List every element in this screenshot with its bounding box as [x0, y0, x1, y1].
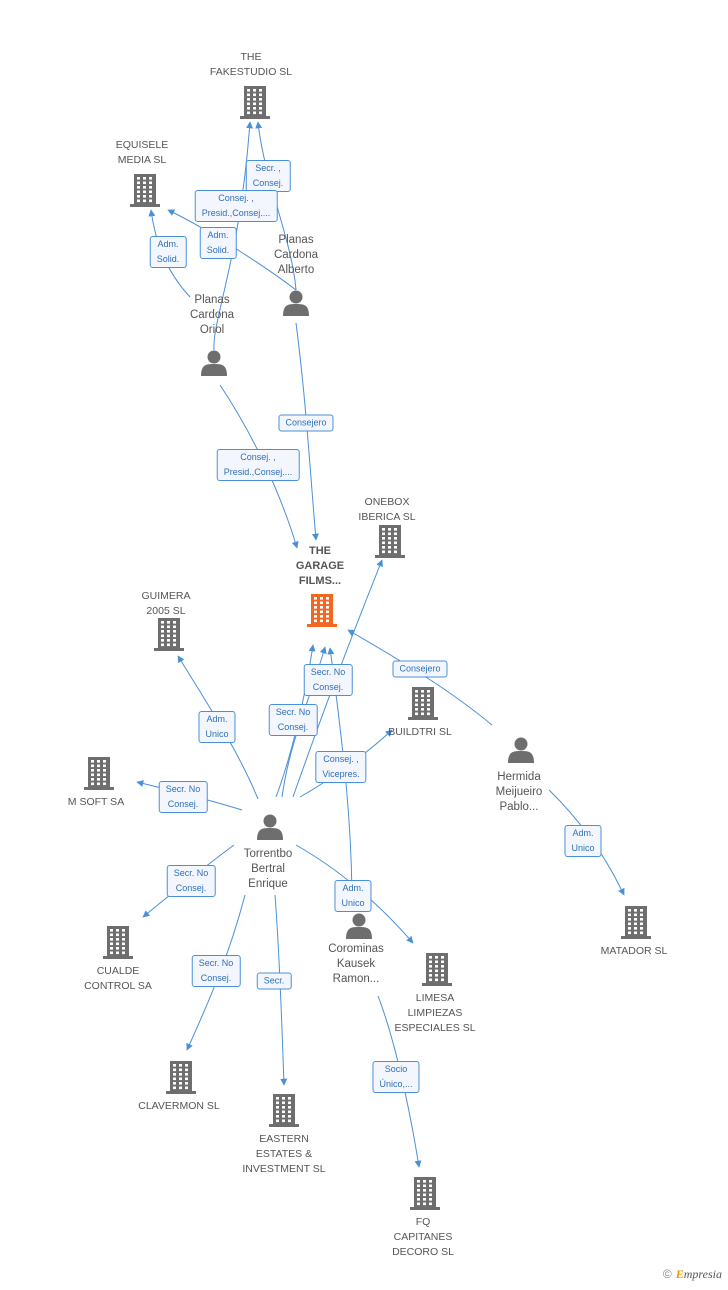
guimera-building-icon[interactable] — [154, 618, 184, 651]
node-label-fakestudio[interactable]: THE FAKESTUDIO SL — [209, 51, 293, 78]
cualde-building-icon[interactable] — [103, 926, 133, 959]
node-layer — [84, 86, 651, 1210]
msoft-building-icon[interactable] — [84, 757, 114, 790]
node-label-garage[interactable]: THE GARAGE FILMS... — [295, 545, 345, 587]
edge-oriol-to-fakestudio — [213, 121, 254, 351]
node-label-buildtri[interactable]: BUILDTRI SL — [388, 726, 452, 738]
brand-name: mpresia — [683, 1267, 722, 1281]
node-label-alberto[interactable]: Planas Cardona Alberto — [273, 234, 319, 276]
edge-torrentbo-to-eastern — [274, 894, 288, 1086]
edge-label-alberto-to-garage[interactable]: Consejero — [278, 414, 334, 432]
node-label-oriol[interactable]: Planas Cardona Oriol — [189, 294, 235, 336]
edge-label-torrentbo-to-clavermon[interactable]: Secr. No Consej. — [191, 955, 241, 987]
edge-label-torrentbo-to-eastern[interactable]: Secr. — [256, 972, 292, 990]
onebox-building-icon[interactable] — [375, 525, 405, 558]
equisele-building-icon[interactable] — [130, 174, 160, 207]
matador-building-icon[interactable] — [621, 906, 651, 939]
edge-label-alberto-to-equisele[interactable]: Adm. Solid. — [199, 227, 237, 259]
edge-label-corominas-to-garage[interactable]: Adm. Unico — [334, 880, 372, 912]
brand-initial: E — [675, 1267, 684, 1281]
edge-label-torrentbo-to-garage[interactable]: Secr. No Consej. — [268, 704, 318, 736]
watermark: ©Empresia — [663, 1267, 722, 1282]
node-label-onebox[interactable]: ONEBOX IBERICA SL — [358, 496, 416, 523]
edge-alberto-to-garage — [295, 322, 319, 541]
edge-label-torrentbo-to-buildtri[interactable]: Consej. , Vicepres. — [315, 751, 367, 783]
corominas-person-icon[interactable] — [346, 913, 372, 940]
torrentbo-person-icon[interactable] — [257, 814, 283, 841]
limesa-building-icon[interactable] — [422, 953, 452, 986]
node-label-equisele[interactable]: EQUISELE MEDIA SL — [115, 139, 169, 166]
edge-label-alberto-to-fakestudio[interactable]: Secr. , Consej. — [245, 160, 291, 192]
copyright-symbol: © — [662, 1267, 672, 1281]
buildtri-building-icon[interactable] — [408, 687, 438, 720]
edge-label-torrentbo-to-cualde[interactable]: Secr. No Consej. — [166, 865, 216, 897]
node-label-matador[interactable]: MATADOR SL — [600, 945, 668, 957]
fq-building-icon[interactable] — [410, 1177, 440, 1210]
node-label-limesa[interactable]: LIMESA LIMPIEZAS ESPECIALES SL — [394, 992, 476, 1034]
edge-alberto-to-equisele — [167, 209, 297, 291]
node-label-cualde[interactable]: CUALDE CONTROL SA — [84, 965, 152, 992]
oriol-person-icon[interactable] — [201, 350, 227, 377]
node-label-clavermon[interactable]: CLAVERMON SL — [138, 1100, 220, 1112]
edge-label-oriol-to-garage[interactable]: Consej. , Presid.,Consej.... — [216, 449, 300, 481]
edge-label-torrentbo-to-guimera[interactable]: Adm. Unico — [198, 711, 236, 743]
node-label-fq[interactable]: FQ CAPITANES DECORO SL — [392, 1216, 454, 1258]
node-label-torrentbo[interactable]: Torrentbo Bertral Enrique — [243, 848, 293, 890]
edge-layer — [136, 121, 625, 1168]
alberto-person-icon[interactable] — [283, 290, 309, 317]
node-label-msoft[interactable]: M SOFT SA — [67, 796, 125, 808]
node-label-hermida[interactable]: Hermida Meijueiro Pablo... — [495, 771, 543, 813]
edge-label-torrentbo-to-garage[interactable]: Secr. No Consej. — [303, 664, 353, 696]
node-label-corominas[interactable]: Corominas Kausek Ramon... — [328, 943, 384, 985]
node-label-eastern[interactable]: EASTERN ESTATES & INVESTMENT SL — [242, 1133, 326, 1175]
edge-label-hermida-to-matador[interactable]: Adm. Unico — [564, 825, 602, 857]
fakestudio-building-icon[interactable] — [240, 86, 270, 119]
hermida-person-icon[interactable] — [508, 737, 534, 764]
clavermon-building-icon[interactable] — [166, 1061, 196, 1094]
edge-label-corominas-to-fq[interactable]: Socio Único,... — [372, 1061, 420, 1093]
eastern-building-icon[interactable] — [269, 1094, 299, 1127]
edge-label-oriol-to-equisele[interactable]: Adm. Solid. — [149, 236, 187, 268]
edge-label-oriol-to-fakestudio[interactable]: Consej. , Presid.,Consej.... — [194, 190, 278, 222]
garage-building-icon[interactable] — [307, 594, 337, 627]
edge-label-hermida-to-garage[interactable]: Consejero — [392, 660, 448, 678]
edge-label-torrentbo-to-msoft[interactable]: Secr. No Consej. — [158, 781, 208, 813]
edge-alberto-to-fakestudio — [255, 121, 297, 291]
node-label-guimera[interactable]: GUIMERA 2005 SL — [141, 590, 191, 617]
